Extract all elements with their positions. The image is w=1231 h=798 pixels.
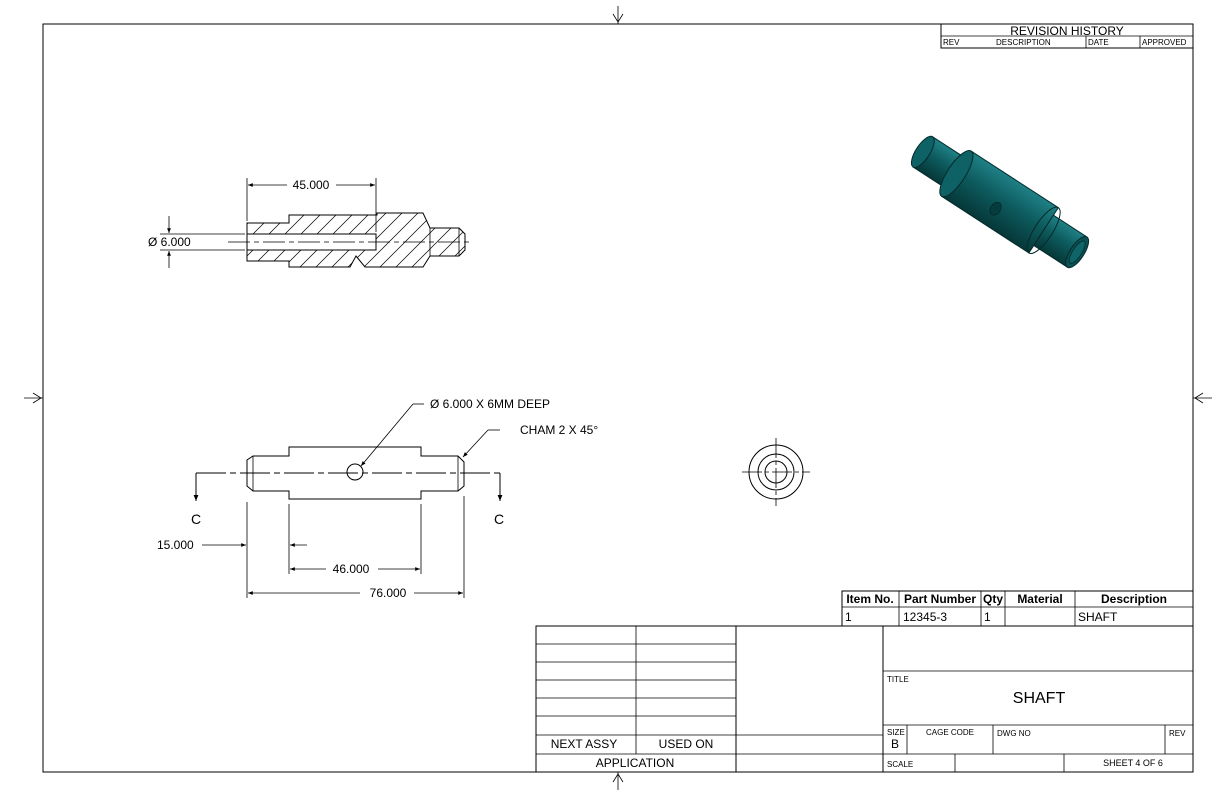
title-label: TITLE (887, 675, 909, 684)
parts-row-qty: 1 (984, 610, 991, 624)
scale-label: SCALE (887, 760, 913, 769)
end-view (742, 438, 810, 506)
chamfer-note: CHAM 2 X 45° (520, 423, 598, 437)
section-label-left: C (191, 511, 201, 527)
used-on-label: USED ON (659, 737, 714, 751)
section-hatch-line (484, 205, 554, 275)
description-column-header: DESCRIPTION (996, 38, 1051, 47)
material-header: Material (1017, 592, 1062, 606)
next-assy-label: NEXT ASSY (551, 737, 617, 751)
date-column-header: DATE (1088, 38, 1109, 47)
section-hatch-line (403, 213, 465, 267)
section-hatch-line (435, 213, 465, 267)
size-value: B (891, 737, 899, 751)
section-view: 45.000 Ø 6.000 (146, 178, 586, 275)
front-view: C C Ø 6.000 X 6MM DEEP CHAM 2 X 45° 15.0… (157, 397, 598, 600)
section-hatch-line (468, 205, 538, 275)
parts-row-part-number: 12345-3 (903, 610, 947, 624)
dwg-no-label: DWG NO (997, 729, 1031, 738)
section-label-right: C (494, 511, 504, 527)
title-block: TITLE SHAFT SIZE B CAGE CODE DWG NO REV … (882, 625, 1194, 773)
section-hatch-line (451, 213, 465, 267)
approved-column-header: APPROVED (1142, 38, 1187, 47)
approval-block (735, 625, 884, 773)
size-label: SIZE (887, 728, 905, 737)
parts-row-item: 1 (845, 610, 852, 624)
rev-column-header: REV (943, 38, 960, 47)
isometric-shaft-view (910, 135, 1090, 269)
overall-length-dimension: 76.000 (370, 586, 407, 600)
section-hatch-line (516, 205, 586, 275)
parts-list-table: Item No. Part Number Qty Material Descri… (841, 590, 1194, 627)
cage-code-label: CAGE CODE (926, 728, 974, 737)
body-length-dimension: 46.000 (333, 562, 370, 576)
section-length-dimension: 45.000 (293, 178, 330, 192)
sheet-border (42, 23, 1194, 773)
hole-note: Ø 6.000 X 6MM DEEP (430, 397, 550, 411)
section-hatch-line (419, 213, 465, 267)
section-hatch-line (387, 213, 459, 267)
revision-history-table: REVISION HISTORY REV DESCRIPTION DATE AP… (940, 23, 1194, 49)
centering-marks (24, 6, 1212, 790)
section-hatch-line (500, 205, 570, 275)
offset-dimension: 15.000 (157, 538, 194, 552)
section-hatch-line (355, 213, 427, 267)
section-hatch-line (371, 213, 443, 267)
revision-history-title: REVISION HISTORY (1010, 24, 1124, 38)
application-block: NEXT ASSY USED ON APPLICATION (535, 625, 737, 773)
parts-row-description: SHAFT (1078, 610, 1118, 624)
rev-label: REV (1169, 729, 1186, 738)
item-no-header: Item No. (846, 592, 893, 606)
bore-diameter-dimension: Ø 6.000 (148, 235, 191, 249)
part-number-header: Part Number (904, 592, 976, 606)
drawing-title: SHAFT (1013, 690, 1066, 707)
description-header: Description (1101, 592, 1167, 606)
sheet-number: SHEET 4 OF 6 (1103, 758, 1163, 768)
application-label: APPLICATION (596, 756, 674, 770)
qty-header: Qty (983, 592, 1003, 606)
